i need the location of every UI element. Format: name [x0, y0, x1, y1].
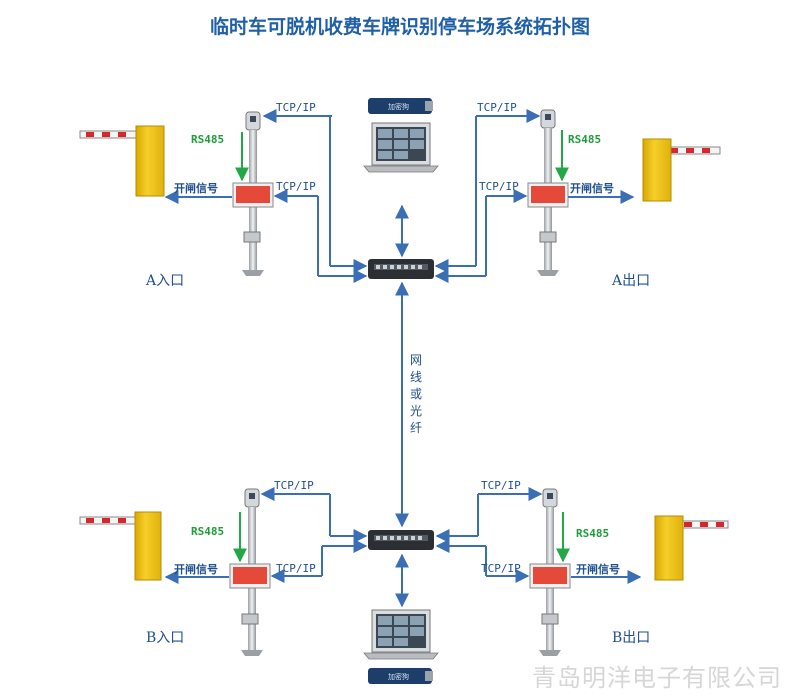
barrier-a-exit — [642, 138, 721, 202]
dongle-label-top: 加密狗 — [388, 102, 409, 111]
tcpip-label-b-exit-display: TCP/IP — [481, 562, 521, 575]
camera-pole-b-exit — [529, 488, 571, 656]
tcpip-label-a-exit-camera: TCP/IP — [477, 101, 517, 114]
camera-pole-b-entry — [229, 488, 271, 656]
camera-pole-a-exit — [527, 109, 569, 276]
rs485-label-a-exit: RS485 — [568, 133, 602, 146]
tcpip-label-a-display: TCP/IP — [276, 180, 316, 193]
open-signal-label-a-entry: 开闸信号 — [174, 182, 218, 195]
barrier-b-exit — [654, 515, 729, 581]
barrier-b-entry — [79, 511, 162, 581]
rs485-label-a-entry: RS485 — [191, 133, 225, 146]
camera-pole-a-entry — [232, 111, 274, 276]
network-switch-top — [368, 259, 434, 279]
barrier-a-entry — [79, 125, 165, 197]
page-title: 临时车可脱机收费车牌识别停车场系统拓扑图 — [209, 16, 590, 38]
gate-label-a-exit: A出口 — [612, 273, 651, 289]
gate-label-b-exit: B出口 — [612, 630, 651, 646]
rs485-arrows — [233, 130, 570, 563]
gate-label-a-entry: A入口 — [146, 273, 185, 289]
open-signal-label-a-exit: 开闸信号 — [570, 182, 614, 195]
dongle-label-bottom: 加密狗 — [388, 672, 409, 681]
tcpip-label-b-display: TCP/IP — [276, 562, 316, 575]
rs485-label-b-exit: RS485 — [576, 527, 610, 540]
network-cable-label: 网线或光纤 — [409, 353, 422, 435]
open-signal-label-b-exit: 开闸信号 — [576, 563, 620, 576]
network-switch-bottom — [368, 530, 434, 550]
tcpip-label-a-exit-display: TCP/IP — [479, 180, 519, 193]
laptop-bottom: 加密狗 — [363, 609, 439, 684]
connection-arrows — [164, 109, 642, 608]
tcpip-label-b-camera: TCP/IP — [274, 479, 314, 492]
open-signal-label-b-entry: 开闸信号 — [174, 563, 218, 576]
rs485-label-b-entry: RS485 — [191, 525, 225, 538]
tcpip-label-a-camera: TCP/IP — [276, 101, 316, 114]
company-watermark: 青岛明洋电子有限公司 — [532, 664, 782, 692]
gate-label-b-entry: B入口 — [146, 630, 185, 646]
laptop-top: 加密狗 — [363, 98, 439, 173]
tcpip-label-b-exit-camera: TCP/IP — [481, 479, 521, 492]
